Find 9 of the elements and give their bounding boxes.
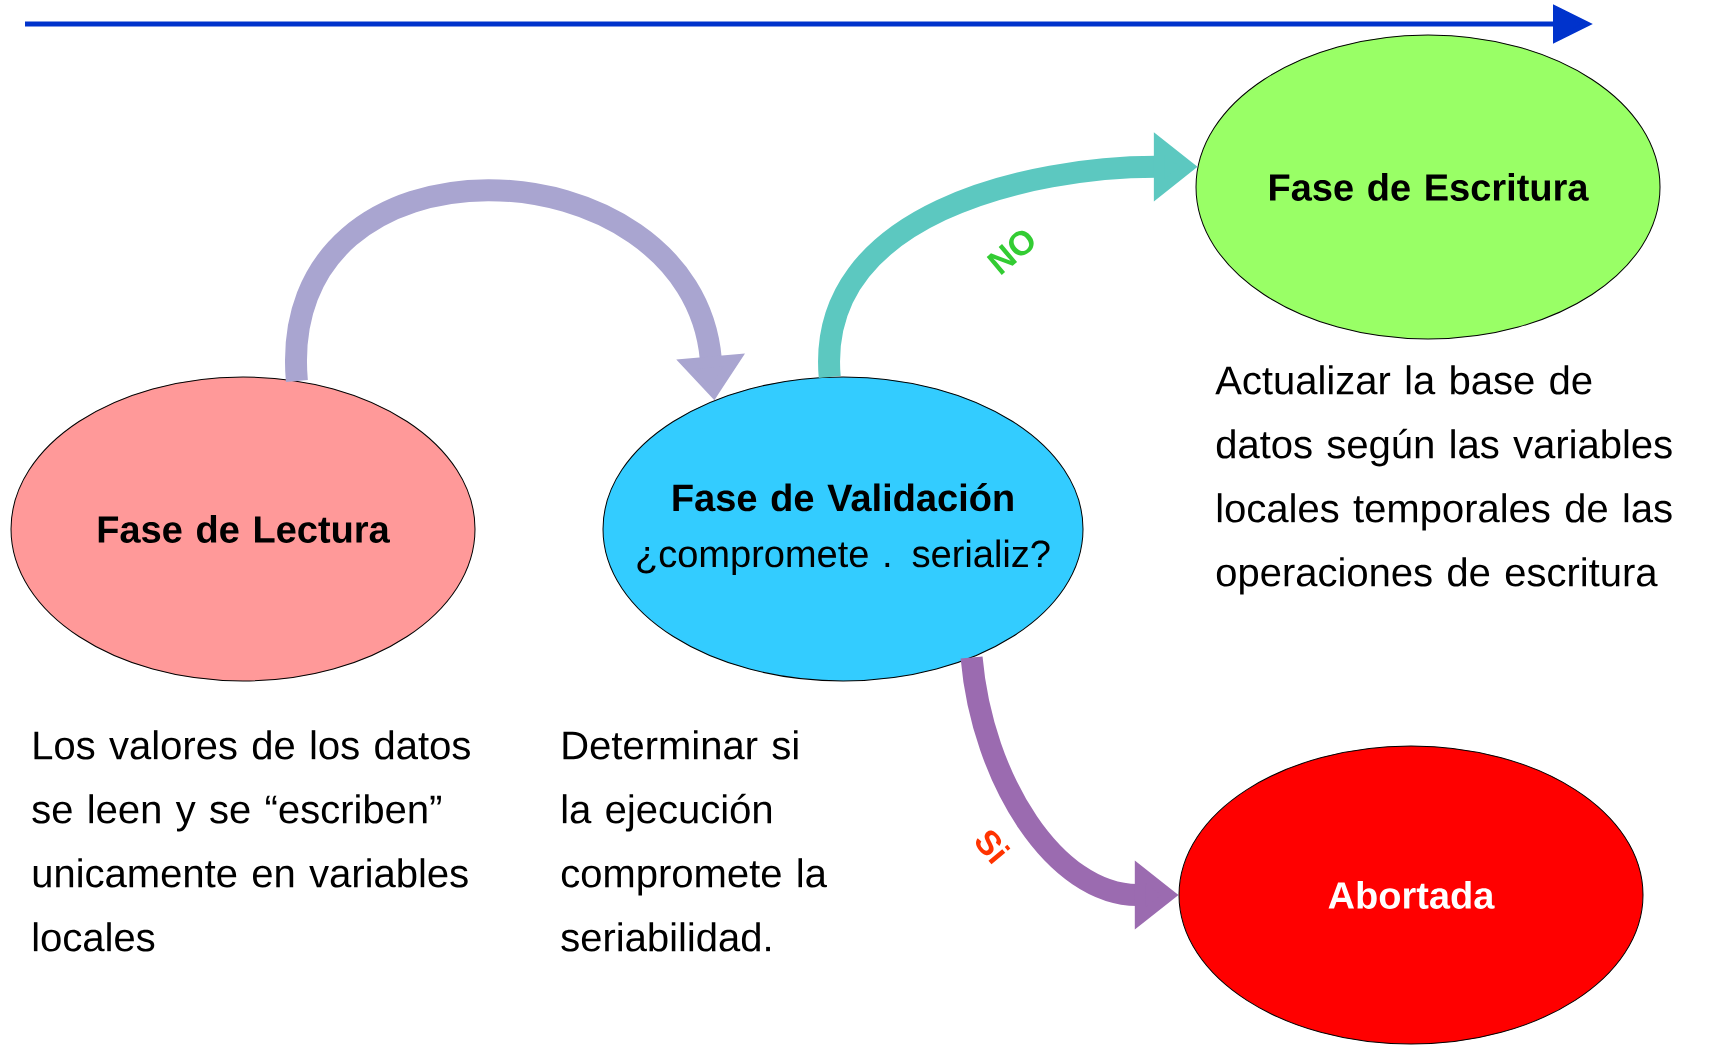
edge-label: Si bbox=[976, 830, 1011, 865]
description-text: Actualizar la base de datos según las variables locales temporales de las operaciones de escritura bbox=[1215, 365, 1672, 595]
ellipse-node: Abortada bbox=[1178, 745, 1644, 1045]
description-text: Determinar si la ejecución compromete la seriabilidad. bbox=[561, 730, 827, 952]
description-text: Los valores de los datos se leen y se “escriben” unicamente en variables locales bbox=[32, 730, 470, 952]
edge-label: NO bbox=[986, 230, 1034, 275]
ellipse-node: Fase de Validación ¿compromete . serializ? bbox=[602, 376, 1084, 682]
ellipse-node: Fase de Escritura bbox=[1195, 34, 1661, 340]
ellipse-node: Fase de Lectura bbox=[10, 376, 476, 682]
